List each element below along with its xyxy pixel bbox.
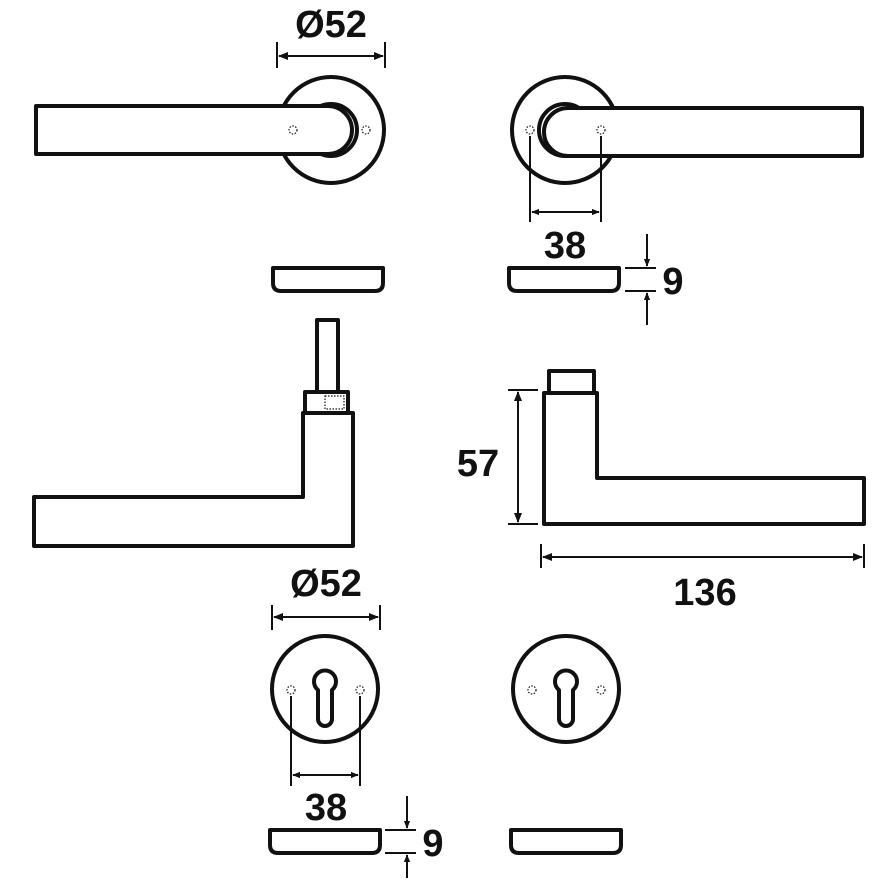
dimension-screw-spacing-top: 38: [529, 136, 602, 267]
escutcheon-outline: [270, 634, 380, 744]
keyhole: [553, 668, 579, 728]
dimension-rose-diameter-top: Ø52: [276, 4, 386, 68]
key-escutcheon-right: [511, 634, 621, 744]
lever-front-view-left: [34, 75, 386, 185]
lever-arm: [542, 106, 864, 158]
escutcheon-side-profile: [509, 828, 623, 855]
lever-front-view-right: [510, 75, 864, 185]
key-escutcheon-left: [270, 634, 380, 744]
screw-hole: [525, 125, 535, 135]
dimension-lever-length: 136: [540, 544, 865, 614]
dimension-screw-spacing-bottom: 38: [290, 696, 361, 829]
dimension-label: 136: [673, 572, 736, 614]
dimension-label: Ø52: [295, 4, 367, 46]
dimension-rose-thickness-top: 9: [625, 234, 684, 325]
keyhole: [312, 668, 338, 728]
escutcheon-side-profile: [268, 828, 382, 855]
dimension-escutcheon-thickness: 9: [385, 796, 444, 878]
lever-body: [32, 411, 355, 548]
dimension-label: 9: [662, 261, 683, 303]
spindle: [315, 318, 340, 394]
dimension-label: 38: [305, 787, 347, 829]
dimension-label: Ø52: [290, 563, 362, 605]
spindle-square-hidden: [324, 395, 345, 410]
dimension-label: 38: [544, 225, 586, 267]
rose-side-profile: [507, 266, 621, 293]
rose-side-profile: [271, 266, 385, 293]
screw-hole: [527, 685, 537, 695]
screw-hole: [286, 685, 296, 695]
screw-hole: [361, 125, 371, 135]
screw-hole: [596, 685, 606, 695]
spindle-collar: [303, 390, 350, 415]
dimension-label: 9: [422, 823, 443, 865]
screw-hole: [355, 685, 365, 695]
dimension-escutcheon-diameter: Ø52: [271, 563, 381, 630]
escutcheon-outline: [511, 634, 621, 744]
screw-hole: [288, 125, 298, 135]
lever-arm: [34, 104, 354, 156]
lever-body: [542, 391, 866, 526]
screw-hole: [596, 125, 606, 135]
lever-side-view-right: [542, 369, 866, 526]
dimension-label: 57: [457, 443, 499, 485]
dimension-lever-height: 57: [457, 389, 538, 525]
lever-side-view-left: [32, 318, 355, 548]
spindle-stub: [547, 369, 596, 395]
